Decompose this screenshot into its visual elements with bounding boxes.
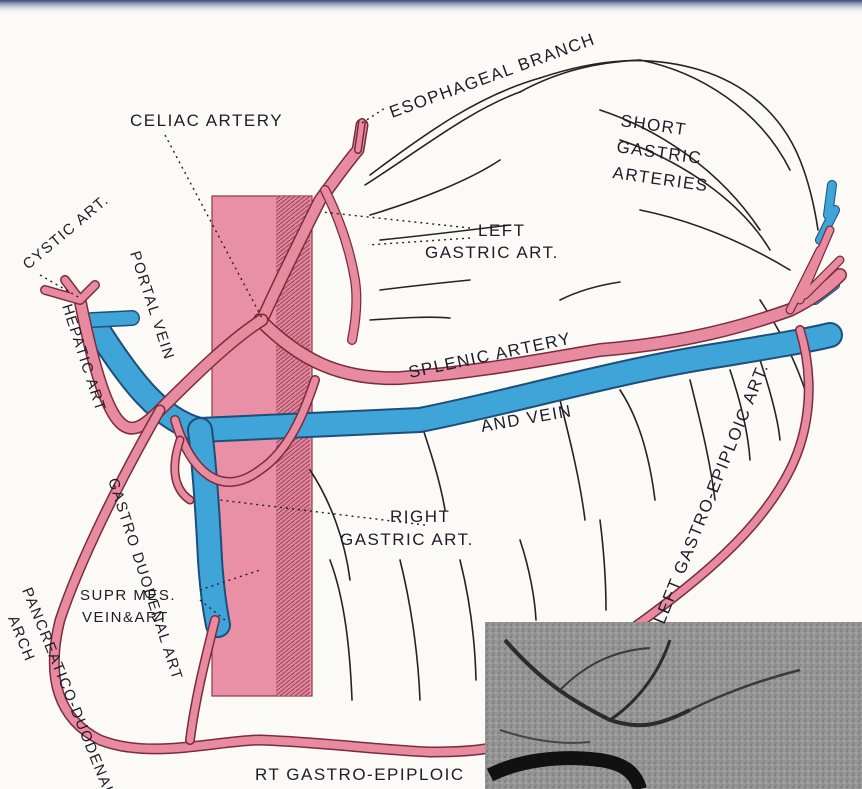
label-cystic-art: CYSTIC ART. <box>20 191 113 273</box>
label-sup-mes-1: SUPR MES. <box>80 587 176 604</box>
label-right-gastric-2: GASTRIC ART. <box>340 530 474 549</box>
label-left-gastro-epiploic: LEFT GASTRO-EPIPLOIC ART. <box>650 360 772 626</box>
angiogram-inset <box>485 622 862 789</box>
label-sup-mes-2: VEIN&ART <box>82 609 169 626</box>
label-celiac-artery: CELIAC ARTERY <box>130 111 283 130</box>
label-left-gastric-2: GASTRIC ART. <box>425 243 559 262</box>
label-left-gastric-1: LEFT <box>478 221 526 240</box>
label-short-gastric-2: GASTRIC <box>615 137 703 168</box>
label-short-gastric-1: SHORT <box>619 111 688 139</box>
label-gastro-duodenal-art: GASTRO DUODENAL ART <box>104 476 186 683</box>
label-short-gastric-3: ARTERIES <box>611 163 709 195</box>
top-frame <box>0 0 862 14</box>
label-portal-vein: PORTAL VEIN <box>126 249 177 362</box>
label-rt-gastro-epiploic: RT GASTRO-EPIPLOIC <box>255 765 465 784</box>
label-esophageal-branch: ESOPHAGEAL BRANCH <box>387 29 598 121</box>
label-right-gastric-1: RIGHT <box>390 507 450 526</box>
